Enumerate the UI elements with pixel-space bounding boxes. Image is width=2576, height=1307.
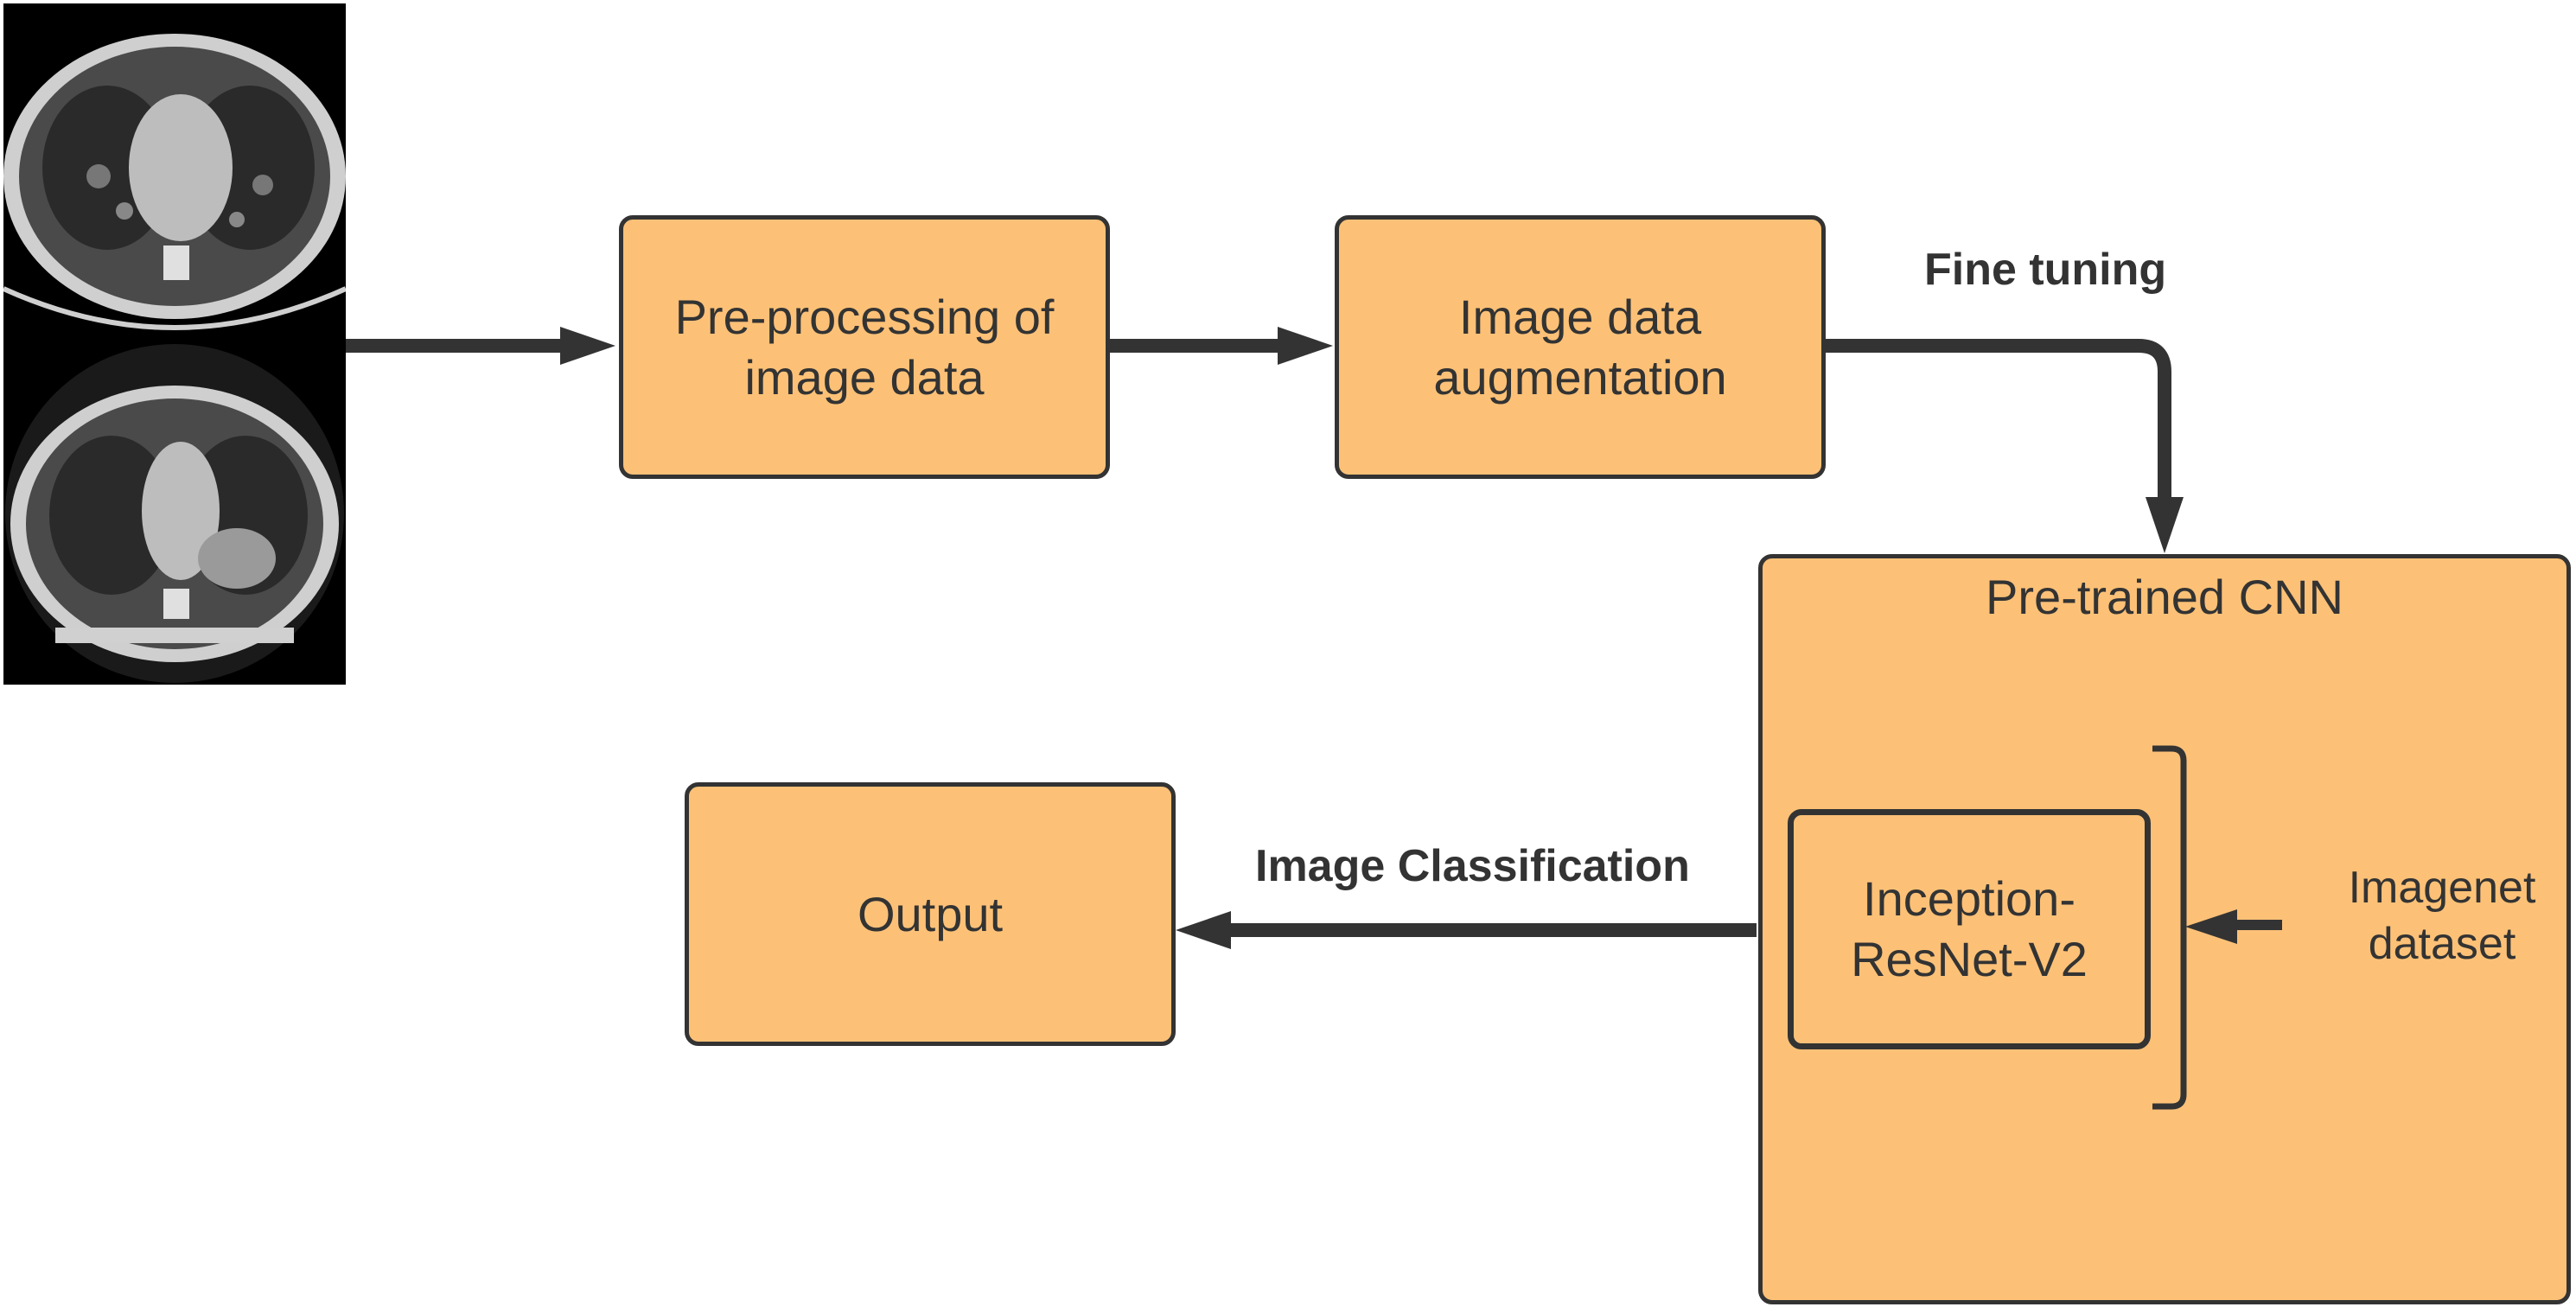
imagenet-label: Imagenet dataset: [2317, 860, 2567, 972]
imagenet-label-line1: Imagenet: [2348, 863, 2536, 913]
arrowhead-output: [1176, 911, 1231, 949]
output-label: Output: [857, 886, 1004, 941]
inception-resnet-box: Inception- ResNet-V2: [1788, 809, 2151, 1049]
preprocessing-label-line2: image data: [744, 349, 985, 405]
arrowhead-preprocess: [560, 327, 615, 365]
augmentation-label-line1: Image data: [1458, 289, 1702, 344]
ct-scan-image-bottom: [3, 342, 346, 685]
bracket-shape: [2152, 745, 2187, 1110]
preprocessing-label-line1: Pre-processing of: [674, 289, 1055, 344]
inception-label-line1: Inception-: [1863, 871, 2075, 926]
arrow-augment-to-cnn: [1826, 339, 2171, 497]
augmentation-label-line2: augmentation: [1433, 349, 1727, 405]
pretrained-cnn-title: Pre-trained CNN: [1986, 570, 2343, 624]
output-box: Output: [685, 782, 1176, 1046]
inception-label-line2: ResNet-V2: [1851, 932, 2088, 986]
preprocessing-box: Pre-processing of image data: [619, 215, 1110, 479]
arrowhead-cnn: [2146, 497, 2184, 553]
imagenet-label-line2: dataset: [2368, 919, 2516, 969]
arrowhead-augment: [1278, 327, 1333, 365]
augmentation-box: Image data augmentation: [1335, 215, 1826, 479]
image-classification-label: Image Classification: [1255, 841, 1690, 891]
ct-scan-image-top: [3, 3, 346, 342]
arrowhead-bracket: [2185, 909, 2237, 944]
fine-tuning-label: Fine tuning: [1924, 245, 2167, 295]
